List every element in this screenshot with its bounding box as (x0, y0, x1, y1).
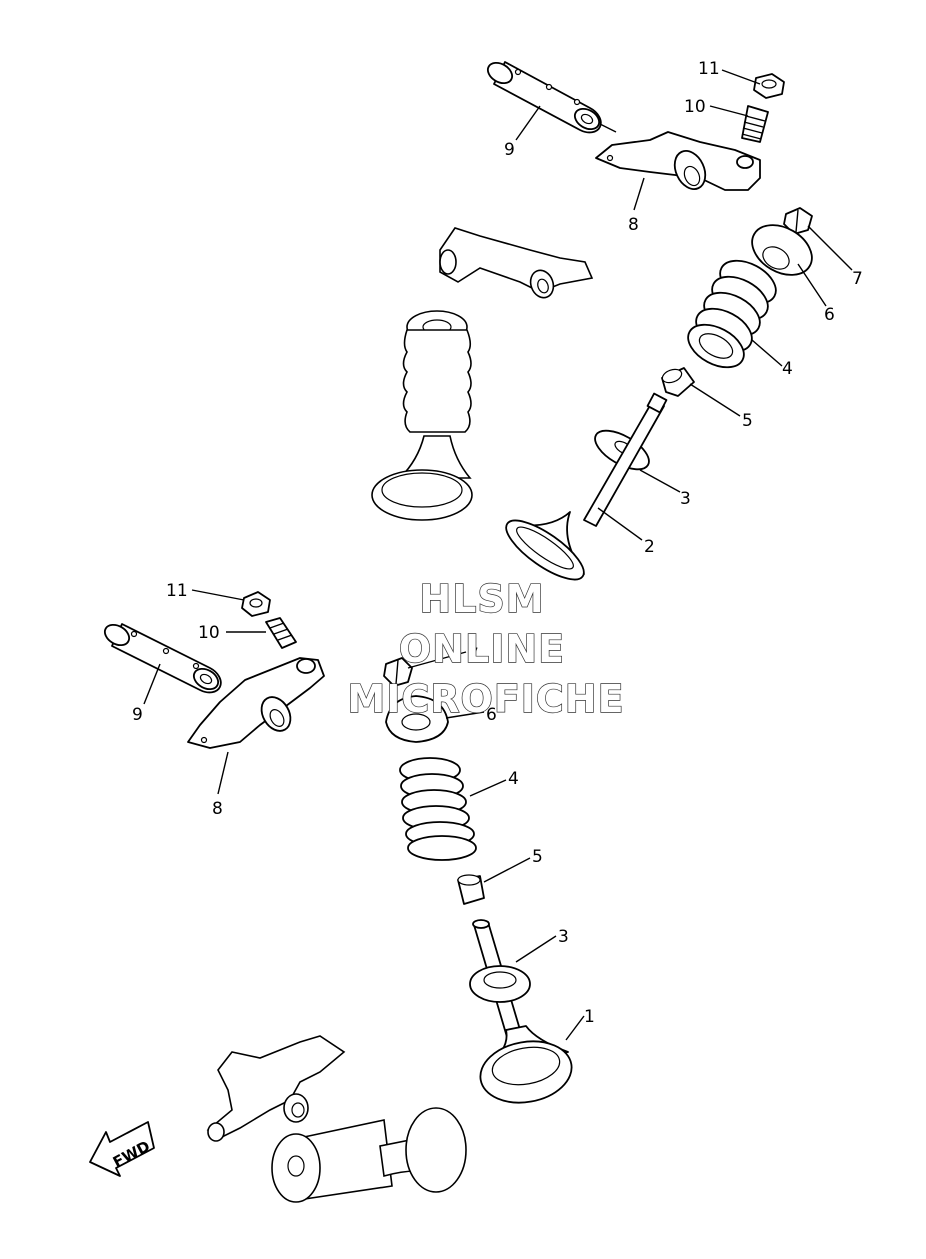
adjusting-screw-upper (741, 105, 769, 143)
fwd-arrow-icon: FWD (89, 1121, 155, 1177)
callout-5-lower: 5 (532, 847, 543, 867)
spring-retainer-upper (751, 224, 813, 276)
valve-spring-ghost-lower (271, 1107, 467, 1203)
valve-spring-ghost-upper (371, 310, 473, 521)
callout-2-upper: 2 (644, 537, 655, 557)
callout-7-upper: 7 (852, 269, 863, 289)
adjusting-screw-lower (265, 617, 297, 649)
callouts-lower: 11 10 9 8 7 6 4 5 3 1 (132, 581, 595, 1027)
locknut-lower (241, 591, 271, 617)
spring-seat-lower (469, 965, 531, 1003)
callout-7-lower: 7 (468, 645, 479, 665)
valve-head-lower (479, 1025, 573, 1104)
spring-retainer-lower (385, 695, 449, 743)
callout-8-lower: 8 (212, 799, 223, 819)
callout-3-upper: 3 (680, 489, 691, 509)
valve-cotter-lower (383, 657, 413, 687)
watermark-line-3: MICROFICHE (347, 677, 624, 721)
callouts-upper: 11 10 9 8 7 6 4 5 3 2 (504, 59, 863, 557)
rocker-arm-lower (187, 657, 325, 749)
callout-9-upper: 9 (504, 140, 515, 160)
callout-5-upper: 5 (742, 411, 753, 431)
rocker-arm-upper (595, 131, 761, 191)
callout-10-lower: 10 (198, 623, 220, 643)
callout-11-upper: 11 (698, 59, 720, 79)
rocker-arm-ghost-lower (206, 1035, 346, 1142)
watermark-line-1: HLSM (419, 577, 544, 621)
callout-10-upper: 10 (684, 97, 706, 117)
rocker-shaft-upper (486, 61, 617, 134)
callout-11-lower: 11 (166, 581, 188, 601)
valve-spring-lower (399, 757, 477, 861)
leader-lines (143, 69, 853, 1041)
callout-6-upper: 6 (824, 305, 835, 325)
stem-seal-lower (457, 874, 485, 905)
watermark: HLSM ONLINE MICROFICHE (347, 576, 625, 721)
callout-4-lower: 4 (508, 769, 519, 789)
callout-3-lower: 3 (558, 927, 569, 947)
rocker-shaft-lower (103, 623, 222, 694)
watermark-line-2: ONLINE (399, 627, 565, 671)
valve-spring-upper (687, 259, 777, 369)
callout-1-lower: 1 (584, 1007, 595, 1027)
callout-4-upper: 4 (782, 359, 793, 379)
stem-seal-upper (661, 367, 695, 397)
callout-6-lower: 6 (486, 705, 497, 725)
valve-upper (505, 392, 668, 581)
callout-8-upper: 8 (628, 215, 639, 235)
locknut-upper (753, 73, 785, 99)
valve-cotter-upper (783, 207, 813, 235)
callout-9-lower: 9 (132, 705, 143, 725)
rocker-arm-ghost-upper (439, 227, 594, 299)
